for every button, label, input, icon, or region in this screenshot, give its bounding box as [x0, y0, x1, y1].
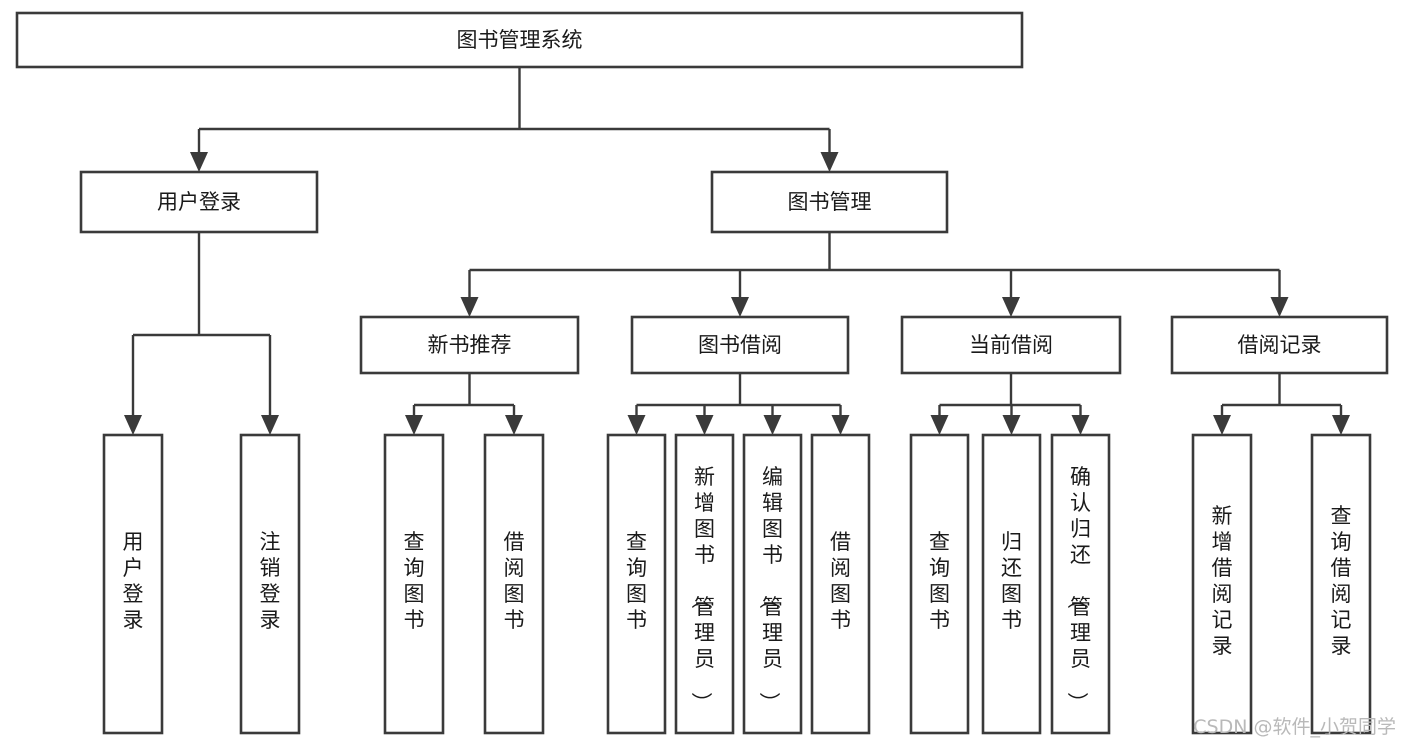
root-to-l2-0-arrowhead	[190, 152, 208, 172]
root-to-l2-1-arrowhead	[820, 152, 839, 172]
node-outline	[1191, 433, 1253, 735]
node-label: 确认归还（管理员）	[1065, 465, 1091, 713]
leaf-arrow-0-0-arrowhead	[124, 415, 142, 435]
bookmgmt-to-l3-3-arrowhead	[1270, 297, 1289, 317]
leaf-arrow-3-0-arrowhead	[930, 415, 949, 435]
leaf-arrow-2-0-arrowhead	[627, 415, 646, 435]
bookmgmt-to-l3-1-arrowhead	[731, 297, 749, 317]
node-leaf-借阅图书[interactable]: 借阅图书	[810, 433, 871, 735]
node-outline	[900, 315, 1122, 375]
node-label: 借阅图书	[504, 530, 525, 632]
node-outline	[239, 433, 301, 735]
node-label: 图书借阅	[698, 333, 782, 357]
node-leaf-新增借阅记录[interactable]: 新增借阅记录	[1191, 433, 1253, 735]
node-label: 用户登录	[157, 190, 241, 214]
leaf-arrow-4-0-arrowhead	[1213, 415, 1231, 435]
node-leaf-归还图书[interactable]: 归还图书	[981, 433, 1042, 735]
node-outline	[810, 433, 871, 735]
node-leaf-用户登录[interactable]: 用户登录	[102, 433, 164, 735]
node-l3-当前借阅[interactable]: 当前借阅	[900, 315, 1122, 375]
node-outline	[102, 433, 164, 735]
node-outline	[79, 170, 319, 234]
node-leaf-确认归还管理员[interactable]: 确认归还（管理员）	[1050, 433, 1111, 735]
node-outline	[606, 433, 667, 735]
node-outline	[674, 433, 735, 735]
node-label: 新增借阅记录	[1212, 504, 1233, 658]
node-l3-新书推荐[interactable]: 新书推荐	[359, 315, 580, 375]
leaf-arrow-1-0-arrowhead	[405, 415, 423, 435]
node-label: 借阅记录	[1238, 333, 1322, 357]
leaf-arrow-4-1-arrowhead	[1332, 415, 1350, 435]
leaf-arrow-3-2-arrowhead	[1071, 415, 1090, 435]
leaf-arrow-2-3-arrowhead	[831, 415, 850, 435]
bookmgmt-to-l3-2-arrowhead	[1002, 297, 1020, 317]
node-label: 查询图书	[404, 530, 425, 632]
node-leaf-查询图书[interactable]: 查询图书	[606, 433, 667, 735]
leaf-arrow-3-1-arrowhead	[1002, 415, 1021, 435]
node-leaf-查询借阅记录[interactable]: 查询借阅记录	[1310, 433, 1372, 735]
node-leaf-新增图书管理员[interactable]: 新增图书（管理员）	[674, 433, 735, 735]
node-label: 新书推荐	[428, 333, 512, 357]
node-leaf-查询图书[interactable]: 查询图书	[909, 433, 970, 735]
node-outline	[483, 433, 545, 735]
node-label: 图书管理	[788, 190, 872, 214]
node-outline	[1170, 315, 1389, 375]
connector-lines	[124, 67, 1350, 435]
node-label: 当前借阅	[969, 333, 1053, 357]
node-outline	[15, 11, 1024, 69]
node-label: 编辑图书（管理员）	[757, 465, 783, 713]
node-outline	[710, 170, 949, 234]
node-label: 查询借阅记录	[1331, 504, 1352, 658]
leaf-arrow-1-1-arrowhead	[505, 415, 523, 435]
node-outline	[359, 315, 580, 375]
node-l3-借阅记录[interactable]: 借阅记录	[1170, 315, 1389, 375]
node-boxes: 图书管理系统用户登录图书管理新书推荐图书借阅当前借阅借阅记录用户登录注销登录查询…	[15, 11, 1389, 735]
node-outline	[630, 315, 850, 375]
bookmgmt-to-l3-0-arrowhead	[460, 297, 479, 317]
node-label: 新增图书（管理员）	[689, 465, 715, 713]
csdn-watermark: CSDN @软件_小贺同学	[1193, 716, 1396, 738]
node-l3-图书借阅[interactable]: 图书借阅	[630, 315, 850, 375]
node-label: 查询图书	[626, 530, 647, 632]
leaf-arrow-0-1-arrowhead	[261, 415, 279, 435]
node-leaf-查询图书[interactable]: 查询图书	[383, 433, 445, 735]
node-label: 借阅图书	[830, 530, 851, 632]
node-outline	[909, 433, 970, 735]
node-label: 图书管理系统	[457, 28, 583, 52]
node-outline	[383, 433, 445, 735]
node-leaf-编辑图书管理员[interactable]: 编辑图书（管理员）	[742, 433, 803, 735]
node-label: 查询图书	[929, 530, 950, 632]
node-leaf-借阅图书[interactable]: 借阅图书	[483, 433, 545, 735]
node-outline	[742, 433, 803, 735]
node-l2-图书管理[interactable]: 图书管理	[710, 170, 949, 234]
leaf-arrow-2-2-arrowhead	[763, 415, 782, 435]
node-outline	[1050, 433, 1111, 735]
node-outline	[981, 433, 1042, 735]
node-leaf-注销登录[interactable]: 注销登录	[239, 433, 301, 735]
node-outline	[1310, 433, 1372, 735]
node-root-图书管理系统[interactable]: 图书管理系统	[15, 11, 1024, 69]
node-label: 用户登录	[123, 530, 144, 632]
node-l2-用户登录[interactable]: 用户登录	[79, 170, 319, 234]
node-label: 归还图书	[1001, 530, 1022, 632]
leaf-arrow-2-1-arrowhead	[695, 415, 714, 435]
node-label: 注销登录	[260, 530, 281, 632]
